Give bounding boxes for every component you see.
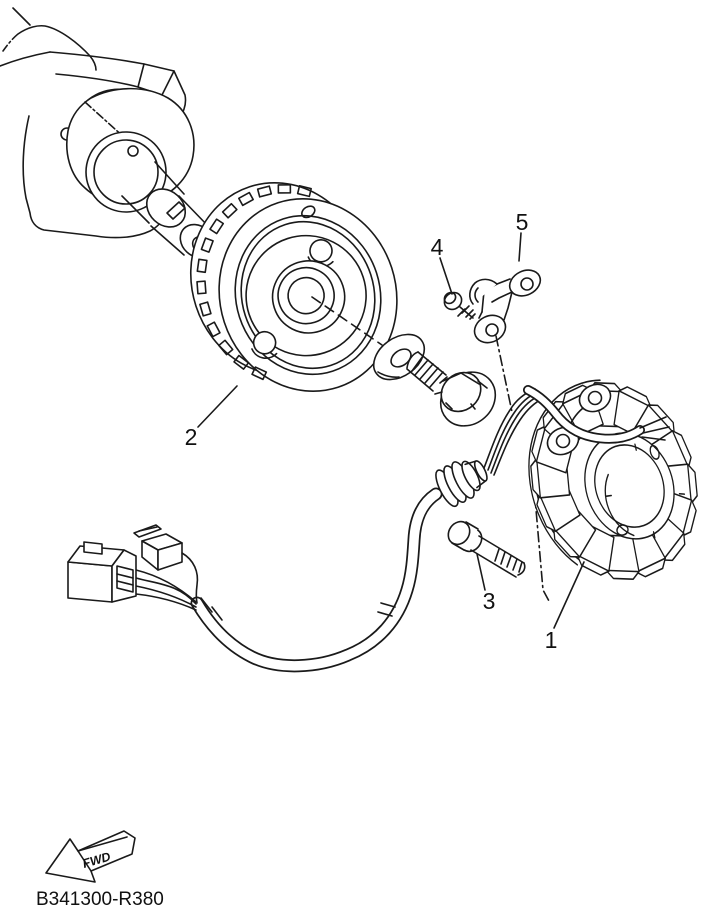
wire-harness-drawing xyxy=(67,487,443,673)
washer-drawing xyxy=(372,333,426,381)
centerline-bracket xyxy=(495,335,513,413)
bracket-drawing xyxy=(469,269,542,344)
rotor-slots xyxy=(196,184,312,381)
screw-drawing xyxy=(443,291,476,320)
fwd-arrow: FWD xyxy=(45,830,136,883)
stator-coils xyxy=(530,382,698,580)
leader-line-3 xyxy=(476,553,486,591)
stator-drawing xyxy=(523,379,698,580)
part-label-4: 4 xyxy=(431,234,444,260)
stator-ears xyxy=(546,383,612,456)
leader-line-1 xyxy=(553,561,585,629)
leader-line-2 xyxy=(197,385,238,428)
grommet-drawing xyxy=(435,460,488,508)
part-label-1: 1 xyxy=(545,627,558,653)
flywheel-bolt-drawing xyxy=(406,351,497,427)
part-label-3: 3 xyxy=(483,588,496,614)
crankshaft-drawing xyxy=(0,7,215,259)
leader-line-5 xyxy=(518,232,522,262)
part-number-text: B341300-R380 xyxy=(36,889,164,910)
leader-line-4 xyxy=(439,257,453,295)
part-label-2: 2 xyxy=(185,424,198,450)
rotor-drawing xyxy=(189,181,398,392)
stator-bolt-drawing xyxy=(447,520,526,578)
part-label-5: 5 xyxy=(516,209,529,235)
